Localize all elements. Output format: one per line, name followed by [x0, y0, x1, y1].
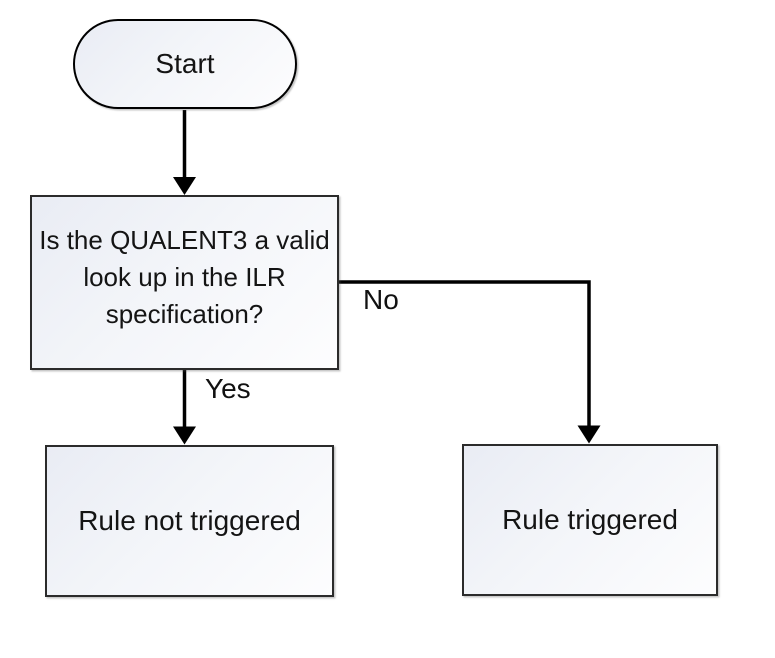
- edge-label-yes: Yes: [205, 373, 251, 404]
- node-rule-triggered: Rule triggered: [462, 444, 718, 596]
- arrowhead-yes-branch: [173, 426, 196, 445]
- node-decision-label-line3: specification?: [105, 298, 264, 329]
- edge-label-no: No: [363, 284, 399, 315]
- arrowhead-start-to-decision: [173, 177, 196, 195]
- node-start-label: Start: [155, 48, 215, 79]
- node-decision: Is the QUALENT3 a valid look up in the I…: [30, 195, 339, 370]
- node-start: Start: [73, 19, 297, 109]
- node-rule-not-triggered: Rule not triggered: [45, 445, 334, 597]
- node-decision-label-line2: look up in the ILR: [83, 261, 286, 292]
- node-decision-label-line1: Is the QUALENT3 a valid: [39, 224, 330, 255]
- node-rule-not-triggered-label: Rule not triggered: [78, 505, 301, 536]
- node-rule-triggered-label: Rule triggered: [502, 504, 678, 535]
- arrowhead-no-branch: [577, 425, 601, 444]
